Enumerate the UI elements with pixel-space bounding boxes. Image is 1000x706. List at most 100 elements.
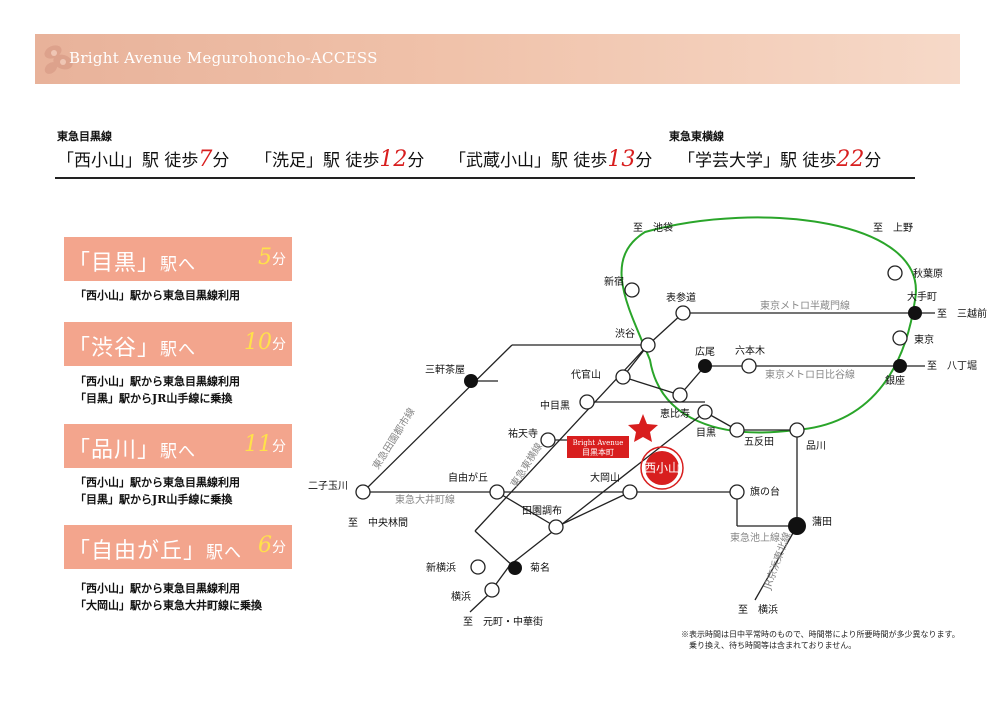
dest-minutes: 5 (258, 245, 272, 270)
dest-unit: 分 (272, 252, 286, 268)
minute-unit: 分 (407, 151, 425, 171)
station-gotanda (729, 422, 745, 438)
dest-box-shibuya: 「渋谷」駅へ 10分 (64, 322, 292, 366)
note-line: 「目黒」駅からJR山手線に乗換 (75, 392, 233, 405)
line-denentoshi (362, 344, 513, 493)
label-yokohama: 横浜 (451, 590, 471, 603)
note-line: 「西小山」駅から東急目黒線利用 (75, 582, 240, 595)
yamanote-loop (620, 216, 917, 434)
header-banner: Bright Avenue Megurohoncho-ACCESS (35, 34, 960, 84)
line-hibiya (622, 376, 681, 396)
station-name: 「武蔵小山」駅 (449, 151, 568, 171)
dest-suffix: 駅へ (160, 340, 197, 360)
label-daikanyama: 代官山 (571, 368, 601, 381)
station-shinagawa (789, 422, 805, 438)
dest-box-shinagawa: 「品川」駅へ 11分 (64, 424, 292, 468)
station-roppongi (741, 358, 757, 374)
label-hanzomon: 東京メトロ半蔵門線 (760, 299, 850, 312)
dest-name: 「品川」 (68, 438, 161, 463)
label-oimachi: 東急大井町線 (395, 493, 455, 506)
label-hatchobori: 至 八丁堀 (927, 360, 977, 372)
station-name: 「学芸大学」駅 (678, 151, 797, 171)
dest-box-jiyugaoka: 「自由が丘」駅へ 6分 (64, 525, 292, 569)
note-line: 「目黒」駅からJR山手線に乗換 (75, 493, 233, 506)
line-toyoko-south (474, 530, 516, 569)
label-kikuna: 菊名 (530, 561, 550, 574)
access-item-nishikoyama: 「西小山」駅 徒歩7分 (57, 146, 229, 172)
minute-unit: 分 (635, 151, 653, 171)
station-sangenjaya (464, 374, 478, 388)
dest-minutes: 6 (258, 533, 272, 558)
station-shibuya (640, 337, 656, 353)
label-denenchofu: 田園調布 (522, 504, 562, 517)
station-jiyugaoka (489, 484, 505, 500)
label-ikegami: 東急池上線 (730, 531, 780, 544)
label-chuorinkan: 至 中央林間 (348, 516, 408, 529)
label-shinyokohama: 新横浜 (426, 561, 456, 574)
station-ginza (893, 359, 907, 373)
station-hatanodai (729, 484, 745, 500)
label-motomachi: 至 元町・中華街 (463, 615, 543, 628)
note-line: 「西小山」駅から東急目黒線利用 (75, 476, 240, 489)
station-ookayama (622, 484, 638, 500)
page-title: Bright Avenue Megurohoncho-ACCESS (69, 49, 378, 67)
property-name-jp: 目黒本町 (582, 447, 614, 457)
label-ookayama: 大岡山 (590, 471, 620, 484)
walk-label: 徒歩 (573, 151, 608, 171)
dest-unit: 分 (272, 540, 286, 556)
station-shinjuku (624, 282, 640, 298)
property-label-box (567, 436, 629, 458)
label-otemachi: 大手町 (907, 290, 937, 303)
footnote-line: 乗り換え、待ち時間等は含まれておりません。 (689, 641, 857, 650)
dest-suffix: 駅へ (206, 543, 243, 563)
footnote-line: ※表示時間は日中平常時のもので、時間帯により所要時間が多少異なります。 (681, 630, 960, 639)
note-line: 「大岡山」駅から東急大井町線に乗換 (75, 599, 262, 612)
dest-minutes: 11 (244, 432, 272, 457)
station-otemachi (908, 306, 922, 320)
flower-icon (44, 45, 73, 74)
label-yokohama2: 至 横浜 (738, 603, 778, 616)
station-futakotamagawa (355, 484, 371, 500)
line-name-meguro: 東急目黒線 (57, 130, 112, 143)
line-meguro (509, 411, 706, 566)
dest-box-meguro: 「目黒」駅へ 5分 (64, 237, 292, 281)
label-hatanodai: 旗の台 (750, 485, 780, 498)
label-nakameguro: 中目黒 (540, 399, 570, 412)
station-ebisu (672, 387, 688, 403)
station-yutenji (540, 432, 556, 448)
walk-minutes: 7 (198, 147, 213, 172)
label-hibiya: 東京メトロ日比谷線 (765, 368, 855, 381)
dest-minutes: 10 (244, 330, 272, 355)
label-shibuya: 渋谷 (615, 327, 635, 340)
walk-minutes: 22 (836, 147, 865, 172)
nearest-station-label: 西小山 (644, 461, 680, 475)
label-ginza: 銀座 (885, 374, 905, 387)
station-name: 「洗足」駅 (255, 151, 340, 171)
dest-suffix: 駅へ (160, 255, 197, 275)
nearest-station-ring (640, 446, 684, 490)
dest-name: 「目黒」 (68, 251, 161, 276)
minute-unit: 分 (212, 151, 230, 171)
footnote: ※表示時間は日中平常時のもので、時間帯により所要時間が多少異なります。 乗り換え… (681, 629, 960, 651)
label-hiroo: 広尾 (695, 345, 715, 358)
station-tokyo (892, 330, 908, 346)
label-meguro: 目黒 (696, 427, 716, 439)
station-meguro (697, 404, 713, 420)
property-name-en: Bright Avenue (573, 439, 624, 447)
walk-label: 徒歩 (164, 151, 199, 171)
access-item-musashikoyama: 「武蔵小山」駅 徒歩13分 (449, 146, 652, 172)
station-akihabara (887, 265, 903, 281)
label-mitsukoshimae: 至 三越前 (937, 307, 987, 320)
minute-unit: 分 (864, 151, 882, 171)
label-jiyugaoka: 自由が丘 (448, 471, 488, 484)
label-shinjuku: 新宿 (604, 275, 624, 288)
label-ebisu: 恵比寿 (660, 407, 690, 420)
line-meguro-3 (469, 594, 489, 613)
walk-label: 徒歩 (802, 151, 837, 171)
label-yutenji: 祐天寺 (508, 427, 538, 440)
walk-minutes: 12 (379, 147, 408, 172)
dest-note-shinagawa: 「西小山」駅から東急目黒線利用 「目黒」駅からJR山手線に乗換 (75, 474, 240, 508)
label-roppongi: 六本木 (735, 344, 765, 357)
dest-note-shibuya: 「西小山」駅から東急目黒線利用 「目黒」駅からJR山手線に乗換 (75, 373, 240, 407)
